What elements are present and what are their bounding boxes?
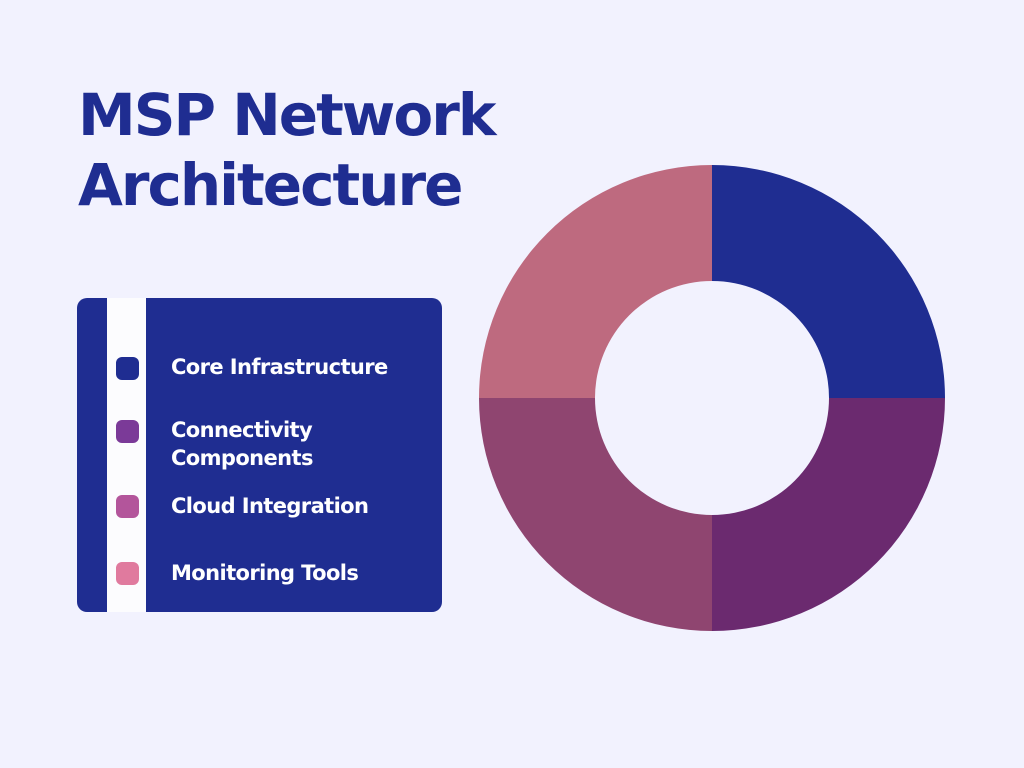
legend-strip — [107, 298, 146, 612]
legend-swatch — [116, 357, 139, 380]
legend-label: Cloud Integration — [171, 494, 369, 518]
donut-slice-monitoring-tools — [479, 165, 712, 398]
legend-swatch — [116, 562, 139, 585]
donut-slice-connectivity-components — [712, 398, 945, 631]
legend-swatch — [116, 495, 139, 518]
donut-slice-cloud-integration — [479, 398, 712, 631]
donut-slice-core-infrastructure — [712, 165, 945, 398]
legend-label: Monitoring Tools — [171, 561, 359, 585]
legend-swatch — [116, 420, 139, 443]
legend-label: Core Infrastructure — [171, 355, 388, 379]
legend-label: Connectivity Components — [171, 418, 313, 470]
